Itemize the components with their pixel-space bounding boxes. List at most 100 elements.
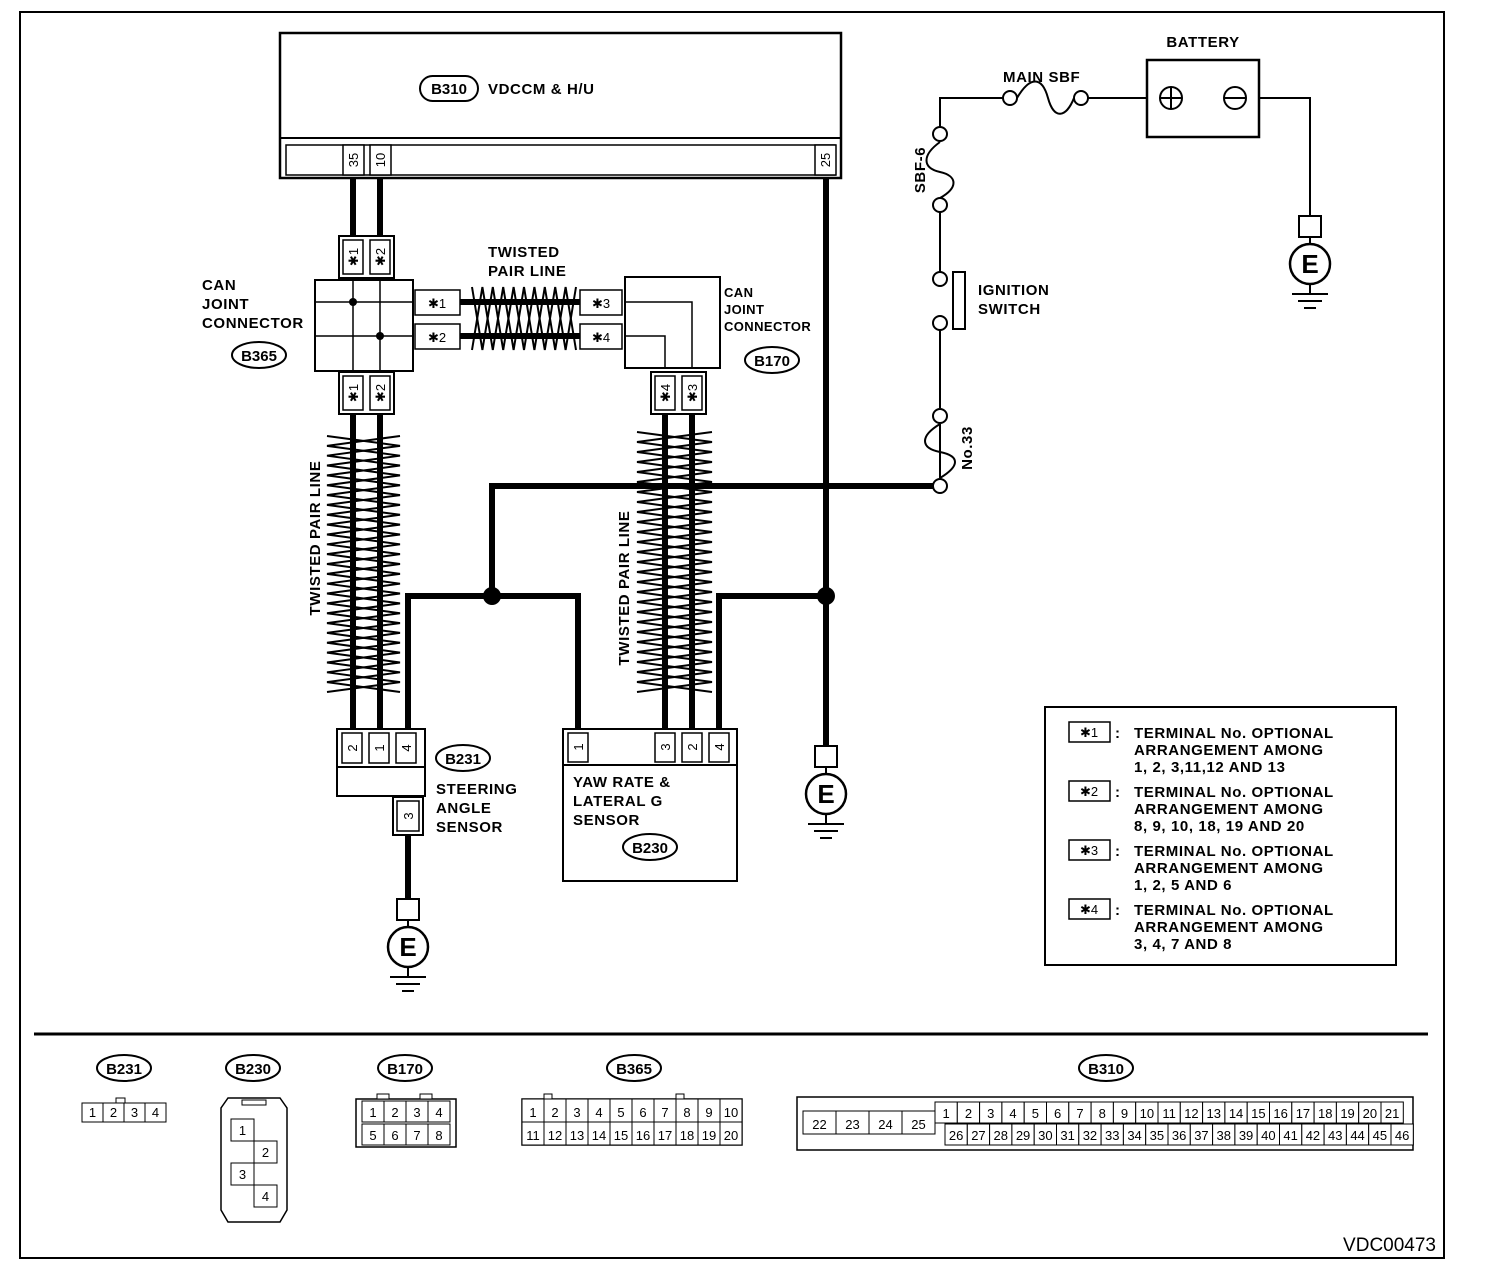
splice-dot-ground [817, 587, 835, 605]
fuse-terminals [932, 90, 1089, 494]
face-b310-code: B310 [1088, 1061, 1124, 1078]
face-b230-cell [253, 1140, 278, 1164]
face-b365-top-pin: 7 [661, 1105, 668, 1120]
face-b310-bottom-pin: 29 [1016, 1128, 1030, 1143]
face-b310-top-pin: 4 [1009, 1106, 1016, 1121]
face-b310-bottom-pin: 45 [1373, 1128, 1387, 1143]
b170-star3-box [579, 289, 623, 316]
face-b170-badge [377, 1054, 433, 1082]
yaw-label-line-3: SENSOR [573, 812, 640, 829]
splice-dot-power [483, 587, 501, 605]
face-b365-bottom-pin: 17 [658, 1128, 672, 1143]
face-b230-cell [230, 1162, 255, 1186]
face-b230-pin: 1 [239, 1123, 246, 1138]
face-b230-code: B230 [235, 1061, 271, 1078]
face-b310-top-pin: 11 [1162, 1106, 1176, 1121]
twist-right-a [636, 431, 713, 693]
face-b365-bottom-pin: 15 [614, 1128, 628, 1143]
face-b170-bottom-pin: 5 [369, 1128, 376, 1143]
battery-label: BATTERY [1166, 34, 1239, 51]
battery: BATTERY [1145, 34, 1261, 139]
face-b365-top-pin: 4 [595, 1105, 602, 1120]
b230-code: B230 [632, 840, 668, 857]
face-b365-bottom-pin: 16 [636, 1128, 650, 1143]
yaw-pin-4: 4 [712, 743, 727, 750]
legend-colon-1: : [1115, 725, 1121, 742]
steering-pin-3: 3 [401, 812, 416, 819]
face-b310-bottom-pin: 37 [1194, 1128, 1208, 1143]
face-b365-bottom-cell [719, 1121, 743, 1146]
face-b310-bottom-pin: 27 [971, 1128, 985, 1143]
b365-side-star2-box [414, 323, 461, 350]
legend-line-3-3: 1, 2, 5 AND 6 [1134, 877, 1232, 894]
steering-pin-4: 4 [399, 744, 414, 751]
face-b310-top-pin: 3 [987, 1106, 994, 1121]
b231-code: B231 [445, 751, 481, 768]
face-b231-pin: 1 [89, 1105, 96, 1120]
b365-side-star1: ✱1 [428, 296, 446, 311]
steering-angle-sensor: 2 1 4 3 B231 STEERING ANGLE SENSOR [336, 728, 517, 836]
page-frame [19, 11, 1445, 1259]
face-b365-top-pin: 5 [617, 1105, 624, 1120]
b230-code-badge [622, 833, 678, 861]
face-b170-top-pin: 1 [369, 1105, 376, 1120]
face-b310-top-pin: 15 [1251, 1106, 1265, 1121]
twisted-pair-label-right: TWISTED PAIR LINE [616, 511, 633, 666]
vdccm-connector [285, 144, 836, 176]
face-b365-badge [606, 1054, 662, 1082]
face-b310-top-pin: 7 [1076, 1106, 1083, 1121]
face-b310-top-pin: 5 [1032, 1106, 1039, 1121]
face-b310-left-pin: 23 [845, 1117, 859, 1132]
twisted-pair-label-left: TWISTED PAIR LINE [307, 461, 324, 616]
ground-vdccm-icon-letter: E [817, 779, 834, 809]
steering-label-line-1: STEERING [436, 781, 517, 798]
yaw-rate-sensor: 1 3 2 4 YAW RATE & LATERAL G SENSOR B230 [562, 728, 738, 882]
face-b365-top-pin: 1 [529, 1105, 536, 1120]
face-b230-cell [253, 1184, 278, 1208]
face-b365-code: B365 [616, 1061, 652, 1078]
legend-colon-4: : [1115, 902, 1121, 919]
face-b310-top-pin: 8 [1099, 1106, 1106, 1121]
twist-left-a [326, 435, 401, 693]
wire-ign-power [489, 483, 940, 596]
face-b170-top-pin: 3 [413, 1105, 420, 1120]
face-b310-top-cell [1380, 1101, 1404, 1124]
can-joint-b365: ✱1 ✱2 ✱1 ✱2 ✱1 ✱2 CAN JOINT CONNECTOR B3… [202, 235, 461, 415]
face-b310-bottom-pin: 41 [1283, 1128, 1297, 1143]
b170-star4-box [579, 323, 623, 350]
steering-pin-2: 2 [345, 744, 360, 751]
face-b365-bottom-pin: 11 [526, 1128, 540, 1143]
b170-label-line-2: JOINT [724, 302, 764, 317]
face-b310-top-pin: 17 [1296, 1106, 1310, 1121]
face-b231-pin: 3 [131, 1105, 138, 1120]
face-b310-top-pin: 20 [1363, 1106, 1377, 1121]
ignition-switch-lever [952, 271, 966, 330]
face-b365-top-pin: 2 [551, 1105, 558, 1120]
power-supply-wiring [924, 80, 1311, 479]
twist-top-a [471, 286, 577, 351]
face-b230-pin: 2 [262, 1145, 269, 1160]
steering-pin-1: 1 [372, 744, 387, 751]
face-b230-cell [230, 1118, 255, 1142]
face-b170-code: B170 [387, 1061, 423, 1078]
twist-top-b [471, 286, 577, 351]
face-b170-bottom-cell [427, 1123, 451, 1146]
face-b310-bottom-pin: 38 [1217, 1128, 1231, 1143]
face-b310-top-pin: 2 [965, 1106, 972, 1121]
vdccm-pin-25 [814, 144, 837, 176]
legend-line-1-2: ARRANGEMENT AMONG [1134, 742, 1324, 759]
b365-side-star2: ✱2 [428, 330, 446, 345]
yaw-pin-2: 2 [685, 743, 700, 750]
face-b230-pin: 3 [239, 1167, 246, 1182]
legend-line-4-1: TERMINAL No. OPTIONAL [1134, 902, 1334, 919]
fuse-no33-label: No.33 [959, 426, 976, 470]
face-b310-top-pin: 12 [1184, 1106, 1198, 1121]
face-b310-bottom-pin: 26 [949, 1128, 963, 1143]
face-b310-bottom-pin: 31 [1060, 1128, 1074, 1143]
face-b365-bottom-pin: 18 [680, 1128, 694, 1143]
legend-key-2: ✱2 [1080, 784, 1098, 799]
vdccm-pin-35-label: 35 [346, 153, 361, 167]
ignition-label-line-2: SWITCH [978, 301, 1041, 318]
wire-ground-branch [716, 593, 826, 730]
